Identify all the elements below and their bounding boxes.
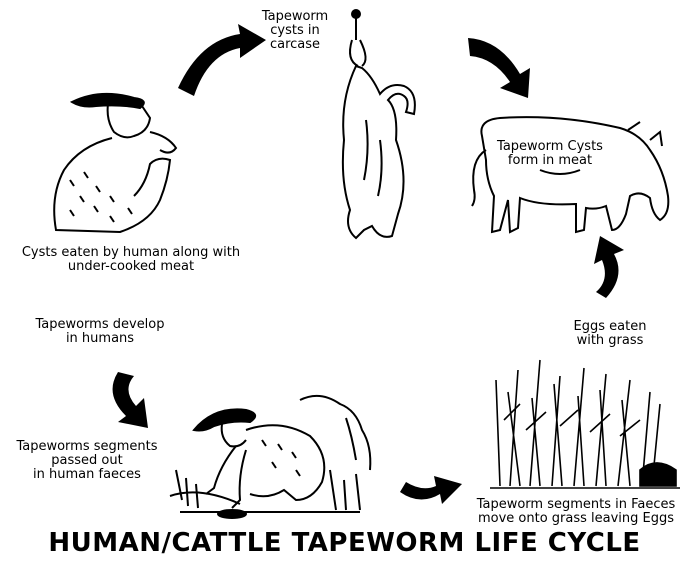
label-passed-out: Tapeworms segments passed out in human f…: [12, 440, 162, 482]
label-eaten-line-1: Cysts eaten by human along with: [6, 246, 256, 260]
cow-illustration: [472, 117, 668, 232]
arrow-left: [113, 372, 148, 428]
label-onto-grass: Tapeworm segments in Faeces move onto gr…: [466, 498, 686, 526]
label-passed-line-1: Tapeworms segments: [12, 440, 162, 454]
label-carcase: Tapeworm cysts in carcase: [240, 10, 350, 52]
label-eaten-by-human: Cysts eaten by human along with under-co…: [6, 246, 256, 274]
label-meat-line-2: form in meat: [490, 154, 610, 168]
label-carcase-line-3: carcase: [240, 38, 350, 52]
arrow-bottom: [400, 476, 462, 504]
label-meat-line-1: Tapeworm Cysts: [490, 140, 610, 154]
crouching-person-illustration: [170, 396, 370, 518]
grass-illustration: [490, 360, 680, 488]
label-grass-line-2: move onto grass leaving Eggs: [466, 512, 686, 526]
man-eating-illustration: [54, 94, 176, 232]
label-carcase-line-2: cysts in: [240, 24, 350, 38]
label-eggs-line-2: with grass: [560, 334, 660, 348]
label-grass-line-1: Tapeworm segments in Faeces: [466, 498, 686, 512]
label-develop-line-2: in humans: [30, 332, 170, 346]
label-passed-line-3: in human faeces: [12, 468, 162, 482]
label-passed-line-2: passed out: [12, 454, 162, 468]
label-eaten-line-2: under-cooked meat: [6, 260, 256, 274]
label-develop: Tapeworms develop in humans: [30, 318, 170, 346]
label-carcase-line-1: Tapeworm: [240, 10, 350, 24]
carcase-illustration: [343, 10, 415, 238]
diagram-title: HUMAN/CATTLE TAPEWORM LIFE CYCLE: [0, 528, 689, 558]
label-eggs-line-1: Eggs eaten: [560, 320, 660, 334]
label-develop-line-1: Tapeworms develop: [30, 318, 170, 332]
label-eggs-eaten: Eggs eaten with grass: [560, 320, 660, 348]
label-meat: Tapeworm Cysts form in meat: [490, 140, 610, 168]
arrow-top-right: [468, 38, 530, 98]
arrow-right: [594, 236, 624, 298]
